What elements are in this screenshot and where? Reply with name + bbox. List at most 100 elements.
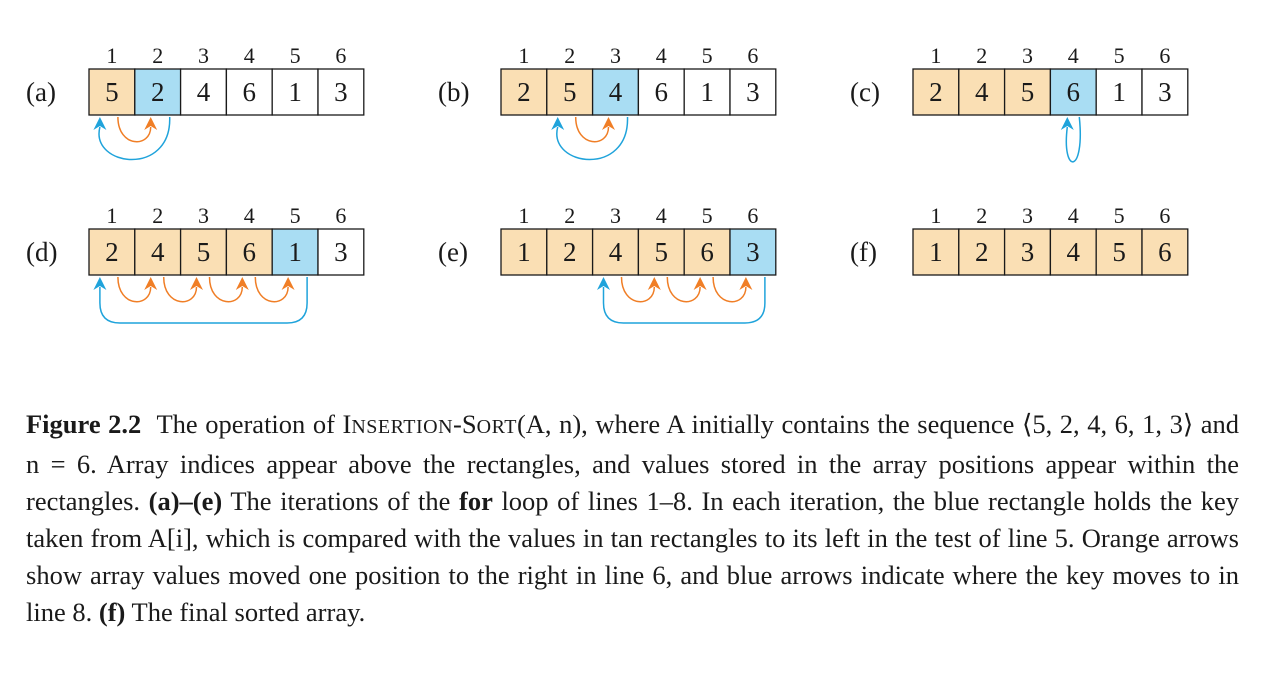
cell-index: 4 (656, 203, 667, 228)
shift-arrow (254, 276, 289, 303)
shift-arrowhead (235, 277, 249, 290)
cell-value: 4 (609, 237, 623, 267)
shift-arrow (117, 276, 152, 303)
panel-label: (d) (26, 237, 57, 267)
cell-value: 4 (151, 237, 165, 267)
shift-arrowhead (693, 277, 707, 290)
shift-arrowhead (144, 277, 158, 290)
array-cell (1095, 228, 1143, 276)
cell-index: 6 (335, 203, 346, 228)
array-cell (683, 68, 731, 116)
cell-value: 2 (105, 237, 119, 267)
cell-value: 1 (929, 237, 943, 267)
key-arrow (99, 277, 308, 324)
caption-algo-dash: - (453, 409, 462, 439)
caption-text-3: The iterations of the (222, 486, 459, 516)
cell-value: 1 (288, 77, 302, 107)
panel-label: (f) (850, 237, 877, 267)
cell-index: 3 (1022, 203, 1033, 228)
panel-label: (b) (438, 77, 469, 107)
array-cell (317, 228, 365, 276)
cell-index: 3 (610, 203, 621, 228)
array-cell (729, 228, 777, 276)
array-cell (1141, 228, 1189, 276)
cell-index: 3 (198, 203, 209, 228)
cell-value: 1 (1112, 77, 1126, 107)
array-cell (271, 228, 319, 276)
array-cell (912, 68, 960, 116)
array-cell (958, 228, 1006, 276)
cell-value: 4 (197, 77, 211, 107)
cell-index: 2 (976, 43, 987, 68)
shift-arrowhead (281, 277, 295, 290)
shift-arrow (574, 116, 610, 143)
cell-value: 3 (334, 237, 348, 267)
panel-label: (e) (438, 237, 468, 267)
cell-value: 6 (655, 77, 669, 107)
caption-text-4: loop of lines 1–8. In each iteration, th… (26, 486, 1239, 627)
cell-value: 5 (563, 77, 577, 107)
array-cell (1049, 228, 1097, 276)
cell-value: 5 (1112, 237, 1126, 267)
shift-arrow (117, 116, 152, 143)
caption-algo-rest-2: ORT (476, 416, 517, 438)
array-cell (500, 68, 548, 116)
cell-value: 3 (1021, 237, 1035, 267)
shift-arrowhead (739, 277, 753, 290)
cell-value: 1 (700, 77, 714, 107)
cell-index: 5 (290, 203, 301, 228)
cell-index: 4 (1068, 43, 1079, 68)
panel-label: (c) (850, 77, 880, 107)
caption-algo-initial-1: I (342, 409, 352, 439)
array-cell (591, 228, 640, 276)
array-cell (958, 68, 1006, 116)
cell-index: 1 (106, 203, 117, 228)
cell-index: 4 (1068, 203, 1079, 228)
caption-algo-rest-1: NSERTION (351, 416, 454, 438)
shift-arrowhead (602, 117, 615, 130)
array-cell (729, 68, 777, 116)
cell-value: 2 (929, 77, 943, 107)
cell-index: 1 (518, 203, 529, 228)
cell-index: 1 (930, 203, 941, 228)
cell-value: 1 (288, 237, 302, 267)
cell-index: 6 (335, 43, 346, 68)
key-arrow (602, 277, 766, 324)
caption-label-f: (f) (98, 597, 126, 627)
figure-caption: Figure 2.2 The operation of INSERTION-SO… (26, 406, 1239, 631)
cell-value: 3 (746, 77, 760, 107)
cell-index: 4 (244, 43, 255, 68)
cell-index: 5 (702, 203, 713, 228)
key-arrowhead (93, 277, 107, 290)
cell-index: 2 (152, 43, 163, 68)
cell-value: 5 (105, 77, 119, 107)
caption-algo-initial-2: S (461, 409, 477, 439)
cell-index: 6 (747, 43, 758, 68)
cell-value: 4 (975, 77, 989, 107)
array-cell (1141, 68, 1189, 116)
cell-value: 2 (563, 237, 577, 267)
key-arrow (1065, 116, 1081, 163)
cell-value: 6 (243, 77, 257, 107)
cell-index: 3 (1022, 43, 1033, 68)
array-cell (317, 68, 365, 116)
caption-text-1: The operation of (156, 409, 343, 439)
cell-index: 5 (1114, 43, 1125, 68)
cell-value: 1 (517, 237, 531, 267)
panels-layer: (a)512243641536(b)215243641536(c)2142536… (26, 43, 1189, 324)
key-arrow (556, 116, 629, 161)
caption-text-5: The final sorted array. (125, 597, 366, 627)
array-cell (546, 68, 594, 116)
cell-value: 5 (1021, 77, 1035, 107)
cell-index: 6 (747, 203, 758, 228)
array-cell (683, 228, 731, 276)
cell-index: 2 (564, 43, 575, 68)
cell-index: 2 (976, 203, 987, 228)
cell-index: 1 (518, 43, 529, 68)
cell-index: 3 (610, 43, 621, 68)
insertion-sort-diagram: (a)512243641536(b)215243641536(c)2142536… (26, 43, 1189, 324)
array-cell (546, 228, 594, 276)
cell-index: 6 (1159, 43, 1170, 68)
